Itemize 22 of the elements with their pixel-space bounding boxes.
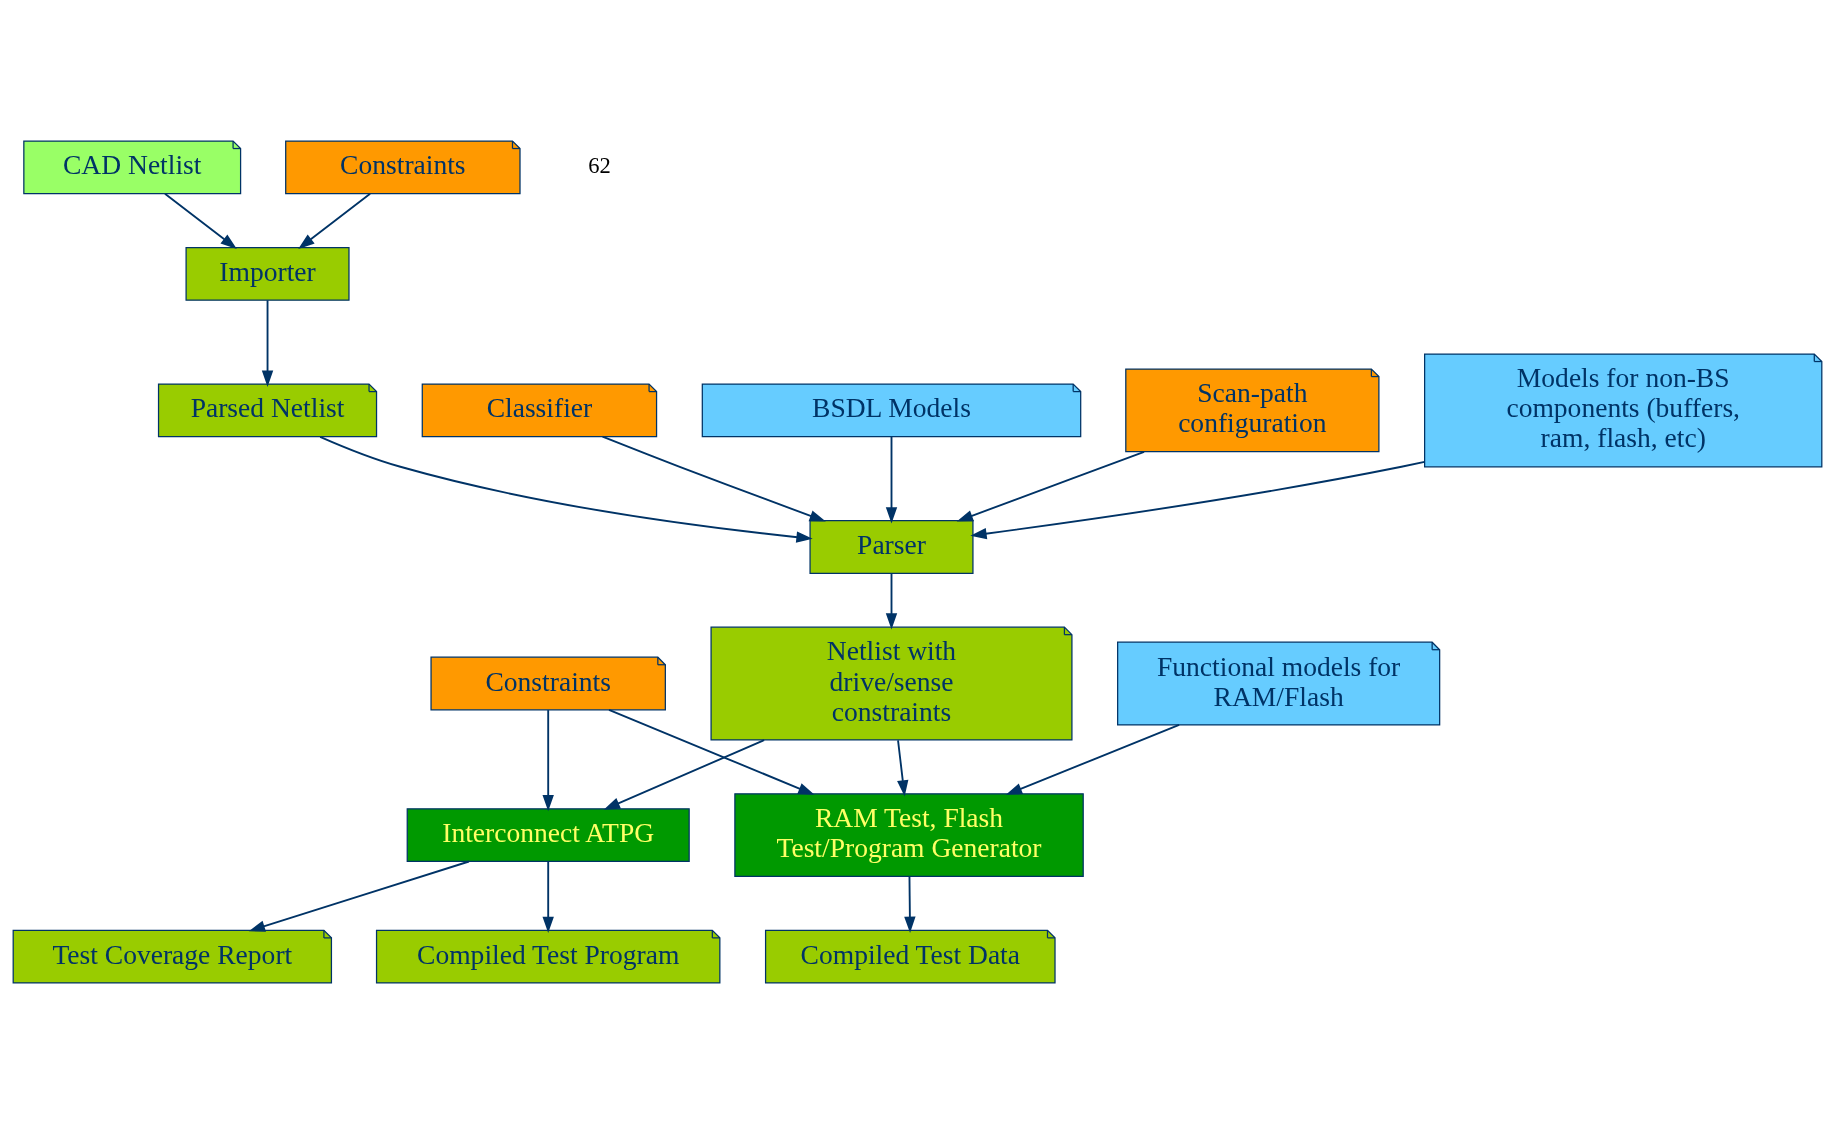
arrow — [248, 860, 470, 932]
node-box: Parser — [809, 520, 974, 574]
arrow — [608, 708, 815, 795]
node-box: Interconnect ATPG — [406, 808, 690, 863]
arrow — [956, 450, 1145, 522]
arrow — [319, 435, 813, 543]
arrow — [603, 739, 766, 810]
arrow — [542, 860, 554, 934]
arrow — [904, 875, 916, 933]
arrow — [298, 192, 372, 249]
arrow — [1005, 724, 1181, 795]
node-box: RAM Test, Flash Test/Program Generator — [734, 793, 1084, 878]
arrow — [885, 572, 898, 630]
node-box: Importer — [185, 246, 350, 301]
arrow — [601, 435, 826, 522]
arrow — [542, 709, 554, 812]
arrow — [164, 192, 237, 249]
arrow — [261, 299, 274, 387]
arrow — [970, 461, 1426, 540]
arrow — [897, 739, 909, 797]
label: 62 — [588, 152, 611, 178]
arrow — [885, 435, 898, 524]
